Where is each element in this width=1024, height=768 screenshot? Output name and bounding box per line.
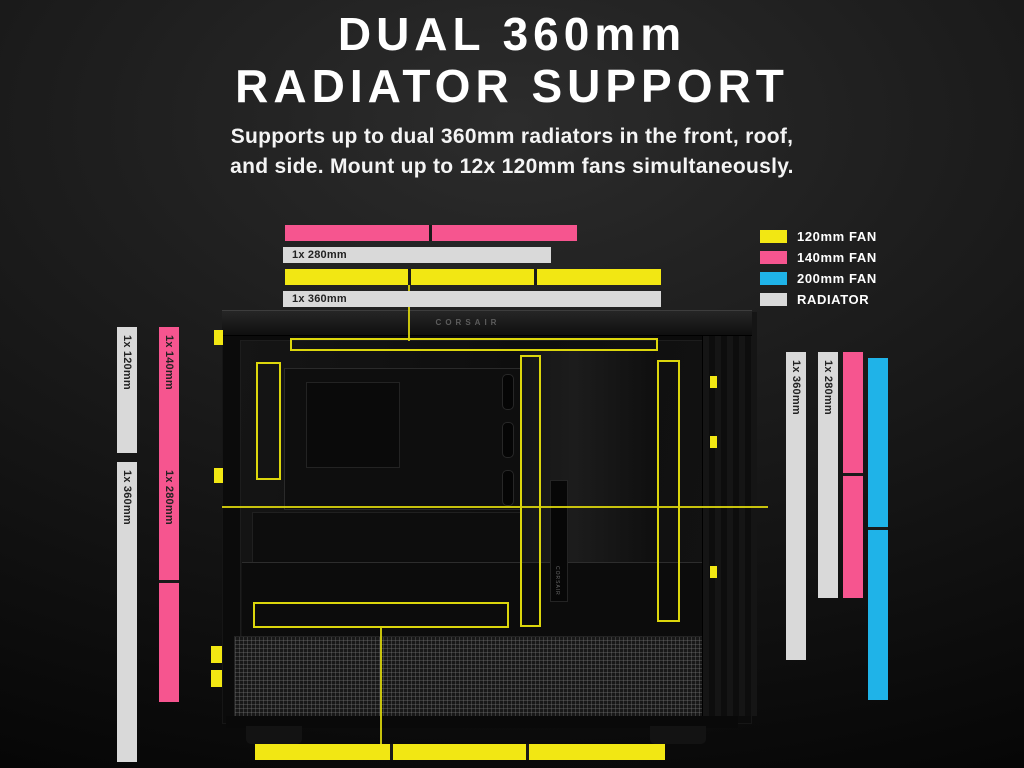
fan-segment-divider bbox=[868, 527, 888, 530]
legend-label-120mm-fan: 120mm FAN bbox=[797, 229, 877, 244]
legend-label-radiator: RADIATOR bbox=[797, 292, 870, 307]
roof-brand-text: CORSAIR bbox=[435, 318, 501, 327]
title-line-1: DUAL 360mm bbox=[337, 8, 687, 60]
title-line-2: RADIATOR SUPPORT bbox=[235, 60, 789, 112]
mount-tick bbox=[214, 468, 223, 483]
140mm-fan-color-swatch bbox=[760, 251, 787, 264]
fan-segment-divider bbox=[533, 269, 537, 285]
bar-label: 1x 360mm bbox=[790, 360, 802, 415]
cable-grommet bbox=[502, 470, 514, 506]
bottom-120mm-fan-bar bbox=[255, 744, 665, 760]
front-panel-edge bbox=[702, 312, 757, 716]
pc-case-illustration: CORSAIR CORSAIR bbox=[211, 310, 758, 746]
mount-tick bbox=[710, 436, 717, 448]
bottom-mount-outline bbox=[253, 602, 509, 628]
case-foot-right bbox=[650, 726, 706, 744]
200mm-fan-color-swatch bbox=[760, 272, 787, 285]
120mm-fan-color-swatch bbox=[760, 230, 787, 243]
legend-label-200mm-fan: 200mm FAN bbox=[797, 271, 877, 286]
fan-segment-divider bbox=[408, 269, 412, 285]
lower-tray-panel bbox=[252, 512, 522, 564]
front-140mm-fan-bar: 1x 140mm bbox=[159, 327, 179, 473]
mount-tick bbox=[710, 566, 717, 578]
front-io-slot bbox=[550, 480, 568, 602]
legend: 120mm FAN 140mm FAN 200mm FAN RADIATOR bbox=[760, 226, 877, 310]
front-mount-outline bbox=[256, 362, 281, 480]
case-roof bbox=[222, 310, 752, 336]
roof-120mm-fan-bar bbox=[285, 269, 661, 285]
cable-grommet bbox=[502, 374, 514, 410]
side-mount-outline bbox=[520, 355, 541, 627]
side-280mm-radiator-bar: 1x 280mm bbox=[818, 352, 838, 598]
side-140mm-fan-bar bbox=[843, 352, 863, 598]
mount-tick bbox=[214, 330, 223, 345]
subtitle-line-1: Supports up to dual 360mm radiators in t… bbox=[230, 125, 794, 148]
legend-item-120mm-fan: 120mm FAN bbox=[760, 226, 877, 247]
fan-segment-divider bbox=[159, 580, 179, 583]
front-120mm-radiator-bar: 1x 120mm bbox=[117, 327, 137, 453]
front-brand-text: CORSAIR bbox=[554, 566, 560, 596]
front-280mm-fan-bar: 1x 280mm bbox=[159, 462, 179, 702]
fan-segment-divider bbox=[843, 473, 863, 476]
bar-label: 1x 280mm bbox=[163, 470, 175, 525]
bar-label: 1x 360mm bbox=[121, 470, 133, 525]
case-base bbox=[226, 716, 738, 728]
mount-tick bbox=[211, 670, 222, 687]
bar-label: 1x 360mm bbox=[292, 293, 347, 305]
side-360mm-radiator-bar: 1x 360mm bbox=[786, 352, 806, 660]
roof-140mm-fan-bar bbox=[285, 225, 577, 241]
bar-label: 1x 280mm bbox=[822, 360, 834, 415]
roof-360mm-radiator-bar: 1x 360mm bbox=[283, 291, 661, 307]
subtitle-line-2: and side. Mount up to 12x 120mm fans sim… bbox=[230, 155, 794, 178]
cpu-cutout bbox=[306, 382, 400, 468]
radiator-color-swatch bbox=[760, 293, 787, 306]
bar-label: 1x 120mm bbox=[121, 335, 133, 390]
bar-label: 1x 140mm bbox=[163, 335, 175, 390]
roof-280mm-radiator-bar: 1x 280mm bbox=[283, 247, 551, 263]
front-intake-mount-outline bbox=[657, 360, 680, 622]
roof-connector-line bbox=[408, 285, 410, 341]
page-subtitle: Supports up to dual 360mm radiators in t… bbox=[0, 122, 1024, 182]
psu-shroud bbox=[242, 562, 704, 637]
fan-segment-divider bbox=[526, 744, 530, 760]
side-200mm-fan-bar bbox=[868, 358, 888, 700]
front-360mm-radiator-bar: 1x 360mm bbox=[117, 462, 137, 762]
bar-label: 1x 280mm bbox=[292, 249, 347, 261]
mount-tick bbox=[710, 376, 717, 388]
bottom-mesh-panel bbox=[234, 636, 714, 718]
legend-item-200mm-fan: 200mm FAN bbox=[760, 268, 877, 289]
fan-segment-divider bbox=[389, 744, 393, 760]
page-title: DUAL 360mm RADIATOR SUPPORT bbox=[0, 8, 1024, 112]
legend-item-140mm-fan: 140mm FAN bbox=[760, 247, 877, 268]
fan-segment-divider bbox=[429, 225, 432, 241]
side-connector-line bbox=[222, 506, 768, 508]
roof-mount-outline bbox=[290, 338, 658, 351]
case-foot-left bbox=[246, 726, 302, 744]
mount-tick bbox=[211, 646, 222, 663]
legend-label-140mm-fan: 140mm FAN bbox=[797, 250, 877, 265]
cable-grommet bbox=[502, 422, 514, 458]
bottom-connector-line bbox=[380, 628, 382, 746]
legend-item-radiator: RADIATOR bbox=[760, 289, 877, 310]
